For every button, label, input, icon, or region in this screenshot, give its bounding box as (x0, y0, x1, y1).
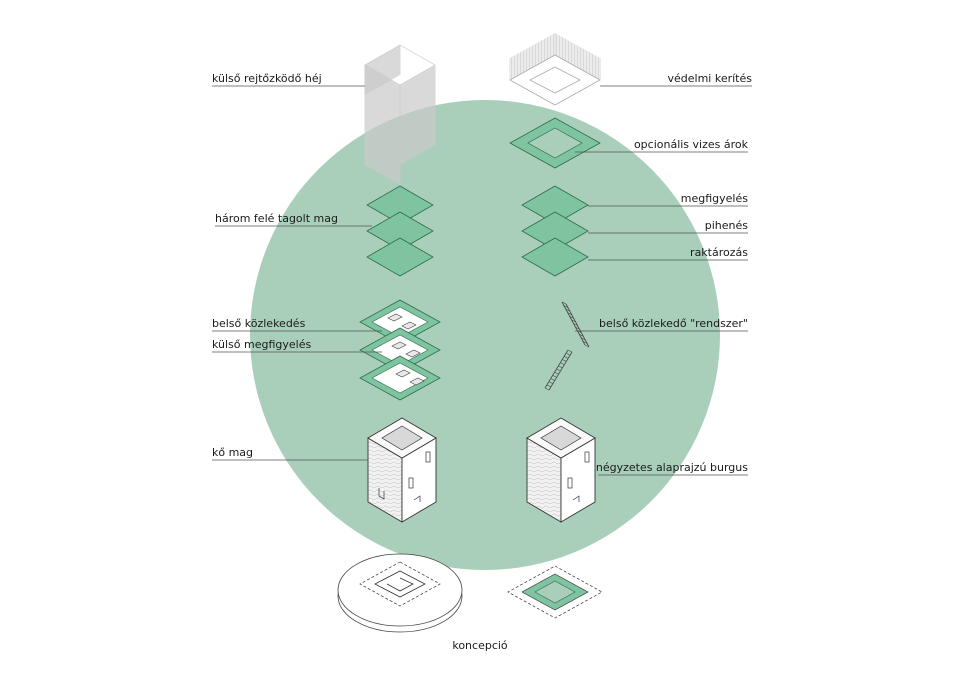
concept-plan (507, 565, 603, 619)
three-part-core-stack (366, 185, 434, 277)
label-outer-shell: külső rejtőzködő héj (212, 72, 322, 85)
label-storage: raktározás (690, 246, 748, 259)
background-circle (250, 100, 720, 570)
outer-shell-cube (364, 44, 436, 185)
label-concept: koncepció (452, 639, 508, 652)
label-square-burgus: négyzetes alaprajzú burgus (596, 461, 748, 474)
concept-disc (337, 553, 463, 633)
label-outer-observation: külső megfigyelés (212, 338, 311, 351)
label-three-part-core: három felé tagolt mag (215, 212, 338, 225)
label-inner-circulation-system: belső közlekedő "rendszer" (599, 317, 748, 330)
label-observation: megfigyelés (681, 192, 748, 205)
stone-core-tower (367, 417, 437, 523)
defense-fence-frame (509, 33, 601, 106)
moat-ring (509, 117, 601, 169)
label-inner-circulation: belső közlekedés (212, 317, 306, 330)
ladder-system (544, 301, 590, 391)
label-rest: pihenés (705, 219, 749, 232)
function-plates-right (521, 185, 589, 277)
label-defense-fence: védelmi kerítés (668, 72, 753, 85)
label-stone-core: kő mag (212, 446, 253, 459)
label-moat: opcionális vizes árok (634, 138, 749, 151)
burgus-tower (526, 417, 596, 523)
inner-circulation-stack (359, 299, 441, 401)
leader-lines (212, 85, 752, 476)
